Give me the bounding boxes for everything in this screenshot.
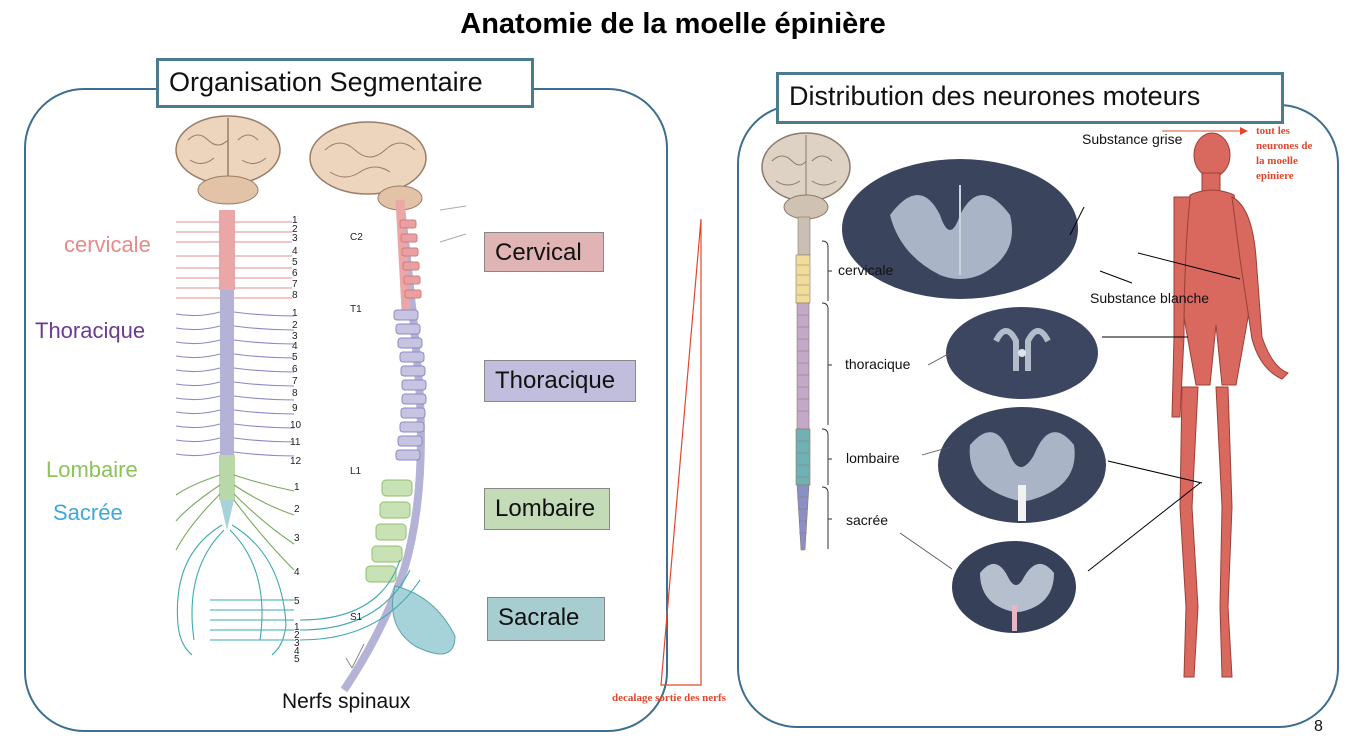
sacral-segment-number: 4 <box>294 646 300 657</box>
sacral-region-label: Sacrée <box>53 500 123 525</box>
lumbar-segment-number: 1 <box>294 482 300 493</box>
brain-side-icon <box>309 121 427 211</box>
sacral-segment-number: 5 <box>294 654 300 665</box>
thoracic-segment-number: 9 <box>292 403 298 414</box>
level-label-thoracic: thoracique <box>845 356 911 372</box>
cervical-region-label: cervicale <box>64 232 151 257</box>
muscular-body-icon <box>1171 132 1289 678</box>
cervical-segment-number: 4 <box>292 246 298 257</box>
thoracic-segment-number: 5 <box>292 352 298 363</box>
sacral-segment-number: 2 <box>294 630 300 641</box>
cervical-segment-number: 8 <box>292 290 298 301</box>
lumbar-segment-number: 2 <box>294 504 300 515</box>
level-label-lumbar: lombaire <box>846 450 900 466</box>
segmental-organisation-header: Organisation Segmentaire <box>156 58 534 108</box>
motor-neurons-header: Distribution des neurones moteurs <box>776 72 1284 124</box>
spinal-nerves-label: Nerfs spinaux <box>282 690 411 713</box>
level-label-sacral: sacrée <box>846 512 889 528</box>
cross-section-thoracic <box>946 307 1098 399</box>
cervical-segment-number: 3 <box>292 233 298 244</box>
cervical-segment-number: 2 <box>292 224 298 235</box>
cervical-segment-number: 6 <box>292 268 298 279</box>
thoracic-segment-number: 7 <box>292 376 298 387</box>
vertebra-label-l1: L1 <box>350 466 362 477</box>
cervical-segment-number: 5 <box>292 257 298 268</box>
vertebra-label-s1: S1 <box>350 612 363 623</box>
cross-section-lumbar <box>938 407 1106 523</box>
nerve-offset-note: decalage sortie des nerfs <box>612 692 726 704</box>
thoracic-segment-number: 1 <box>292 308 298 319</box>
thoracic-segment-number: 11 <box>290 437 301 448</box>
all-neurons-note: tout les neurones de la moelle epiniere <box>1256 125 1313 182</box>
motor-neuron-distribution-illustration <box>761 127 1289 678</box>
cervical-segment-number: 1 <box>292 215 298 226</box>
thoracic-segment-number: 8 <box>292 388 298 399</box>
thoracic-segment-number: 10 <box>290 420 302 431</box>
thoracic-segment-number: 2 <box>292 320 298 331</box>
sacral-box: Sacrale <box>487 597 605 641</box>
gray-matter-label: Substance grise <box>1082 131 1183 147</box>
white-matter-label: Substance blanche <box>1090 290 1210 306</box>
lumbar-region-label: Lombaire <box>46 457 138 482</box>
thoracic-segment-number: 3 <box>292 331 298 342</box>
sacral-segment-number: 3 <box>294 638 300 649</box>
cervical-box: Cervical <box>484 232 604 272</box>
lumbar-segment-number: 4 <box>294 567 300 578</box>
vertebra-label-t1: T1 <box>350 304 362 315</box>
lumbar-segment-number: 3 <box>294 533 300 544</box>
nerve-offset-triangle <box>660 218 702 686</box>
thoracic-segment-number: 6 <box>292 364 298 375</box>
brain-icon <box>761 132 851 220</box>
page-number: 8 <box>1314 718 1323 735</box>
spinal-cord-segments-illustration <box>175 115 467 693</box>
thoracic-segment-number: 4 <box>292 341 298 352</box>
cross-section-sacral <box>952 541 1076 633</box>
level-label-cervical: cervicale <box>838 262 894 278</box>
thoracic-region-label: Thoracique <box>35 318 146 343</box>
sacral-segment-number: 1 <box>294 622 300 633</box>
cervical-segment-number: 7 <box>292 279 298 290</box>
thoracic-segment-number: 12 <box>290 456 302 467</box>
vertebra-label-c2: C2 <box>350 232 363 243</box>
cross-section-cervical <box>842 159 1078 299</box>
lumbar-box: Lombaire <box>484 488 610 530</box>
slide-title: Anatomie de la moelle épinière <box>460 8 886 40</box>
lumbar-segment-number: 5 <box>294 596 300 607</box>
thoracic-box: Thoracique <box>484 360 636 402</box>
brain-front-icon <box>175 115 281 205</box>
